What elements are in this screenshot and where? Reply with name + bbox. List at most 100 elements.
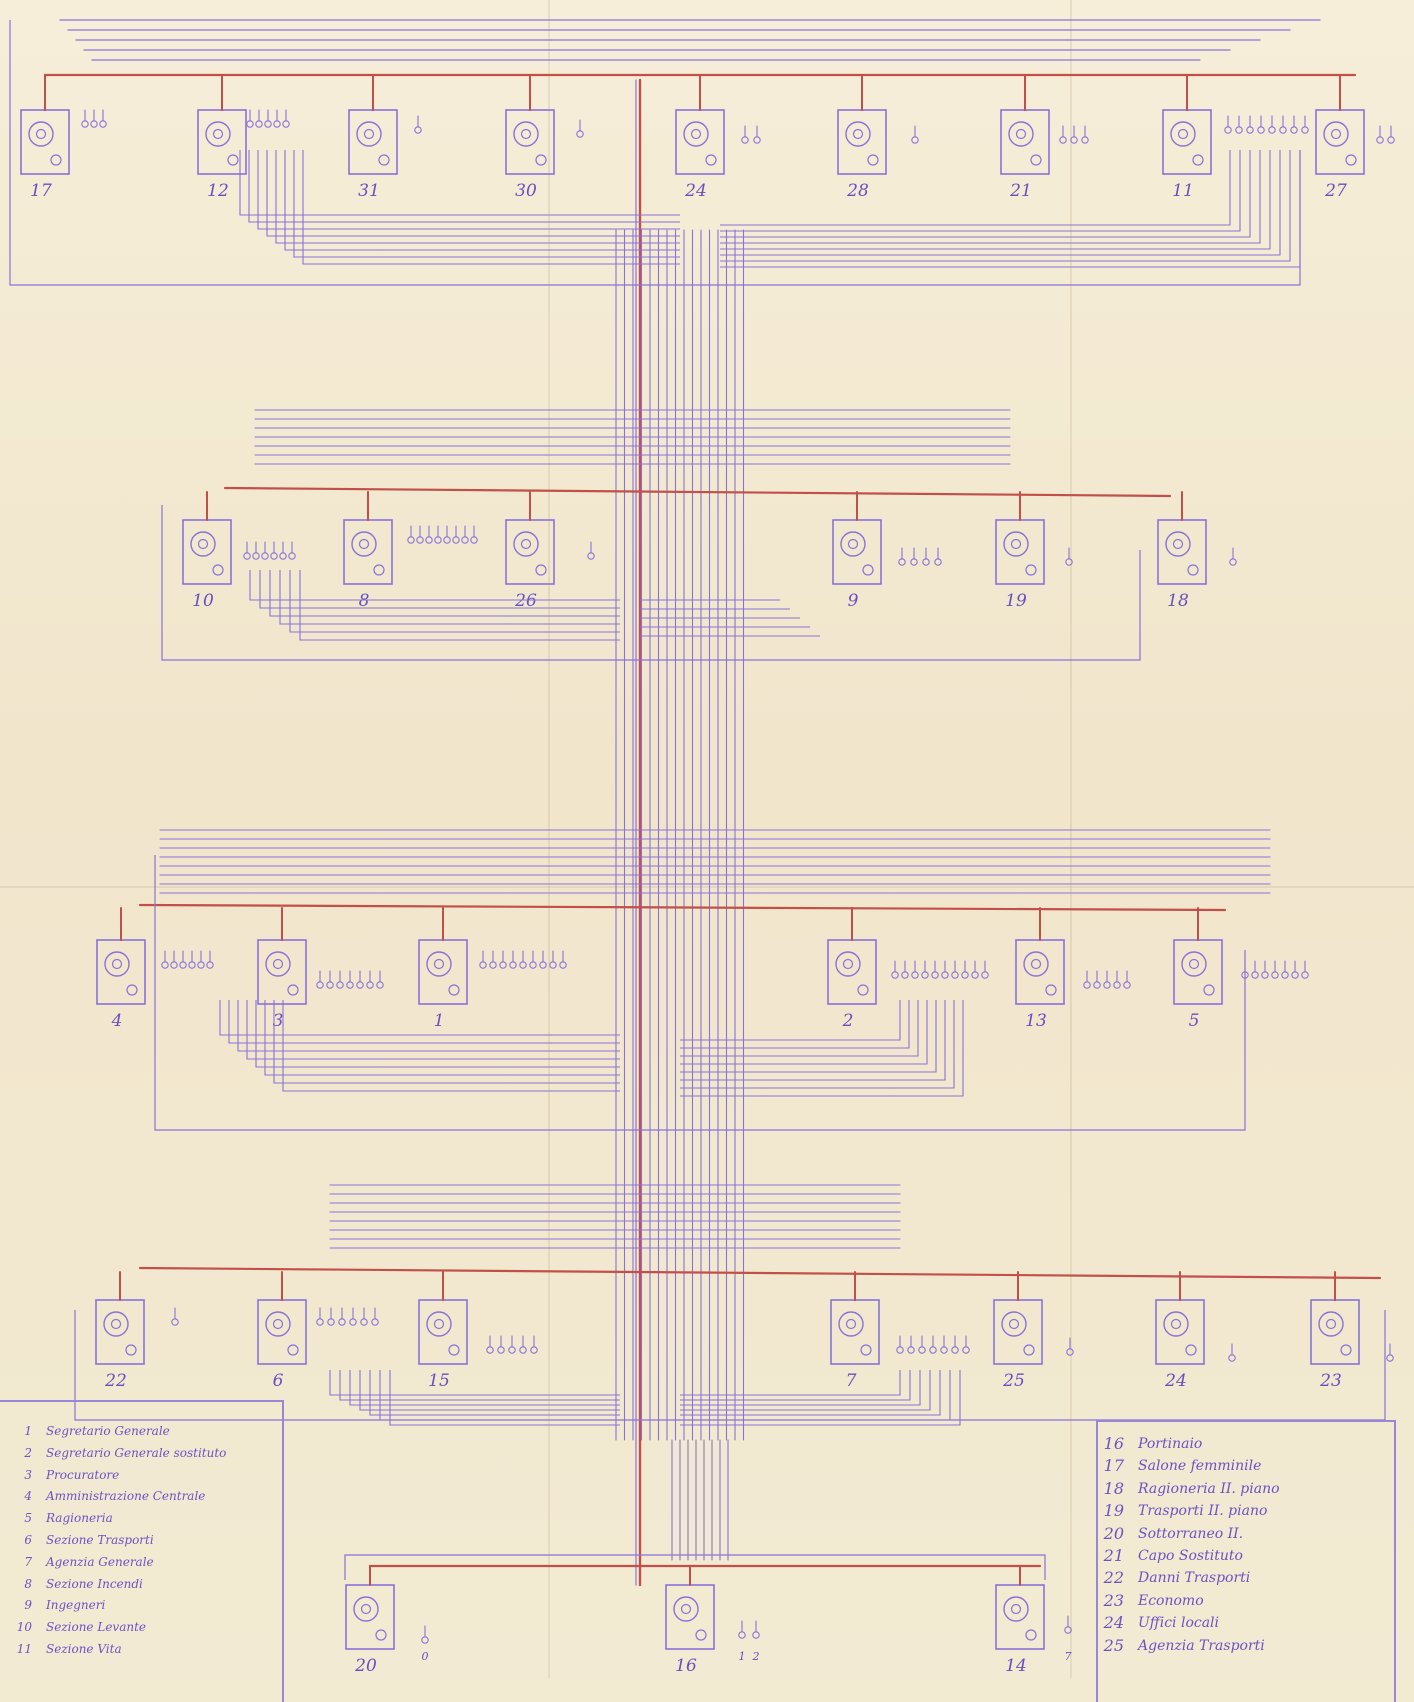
telephone-station: 23 <box>1310 1299 1360 1391</box>
legend-text: Danni Trasporti <box>1138 1570 1251 1587</box>
legend-text: Sezione Vita <box>46 1641 122 1656</box>
jack-icon <box>891 971 899 979</box>
station-box <box>837 109 887 175</box>
branch-wire <box>720 150 1251 238</box>
bus-red-row2 <box>223 486 1172 498</box>
station-box <box>418 1299 468 1365</box>
legend-number: 1 <box>24 1424 32 1438</box>
jack-icon <box>338 1318 346 1326</box>
bell-center-icon <box>1325 1318 1337 1330</box>
jack-icon <box>414 126 422 134</box>
button-icon <box>1345 154 1357 166</box>
station-number: 17 <box>30 181 52 201</box>
button-icon <box>1192 154 1204 166</box>
bell-icon <box>205 121 231 147</box>
legend-text: Agenzia Generale <box>46 1554 154 1569</box>
legend-number: 17 <box>1103 1456 1124 1476</box>
legend-text: Ingegneri <box>46 1598 106 1613</box>
station-number: 1 <box>434 1011 445 1031</box>
branch-wire <box>289 570 620 633</box>
jack-icon <box>981 971 989 979</box>
station-number: 2 <box>842 1011 854 1031</box>
branch-wire <box>680 1370 941 1416</box>
jack-icon <box>425 536 433 544</box>
branch-wire <box>293 150 680 258</box>
bell-center-icon <box>272 1318 284 1330</box>
bell-icon <box>28 121 54 147</box>
station-number: 24 <box>684 181 707 201</box>
jack-icon <box>489 961 497 969</box>
jack-icon <box>1235 126 1243 134</box>
jack-icon <box>1251 971 1259 979</box>
station-number: 24 <box>1164 1371 1187 1391</box>
jack-icon <box>282 120 290 128</box>
branch-wire <box>680 1000 955 1089</box>
jack-icon <box>416 536 424 544</box>
bell-center-icon <box>1170 1318 1182 1330</box>
station-number: 18 <box>1167 591 1189 611</box>
bell-icon <box>513 121 539 147</box>
jack-icon <box>931 971 939 979</box>
telephone-station: 31 <box>348 109 398 201</box>
legend-text: Salone femminile <box>1138 1458 1262 1475</box>
bell-center-icon <box>272 958 284 970</box>
telephone-station: 20 <box>345 1584 395 1676</box>
station-box <box>675 109 725 175</box>
jack-label: 7 <box>1065 1650 1072 1663</box>
station-box <box>197 109 247 175</box>
branch-wire <box>302 150 680 265</box>
button-icon <box>212 564 224 576</box>
bell-icon <box>103 1311 129 1337</box>
legend-number: 10 <box>16 1620 32 1635</box>
bell-icon <box>1003 531 1029 557</box>
station-number: 20 <box>354 1656 377 1676</box>
branch-wire <box>329 1370 620 1396</box>
jack-icon <box>1257 126 1265 134</box>
jack-icon <box>273 120 281 128</box>
jack-icon <box>452 536 460 544</box>
legend-text: Segretario Generale sostituto <box>46 1445 227 1460</box>
jack-icon <box>1387 136 1395 144</box>
telephone-station: 16 <box>665 1584 715 1676</box>
branch-wire <box>379 1370 620 1421</box>
bell-icon <box>838 1311 864 1337</box>
jack-icon <box>929 1346 937 1354</box>
branch-wire <box>282 1000 620 1092</box>
paper-fold <box>0 886 1414 888</box>
branch-wire <box>720 150 1301 268</box>
jack-icon <box>255 120 263 128</box>
branch-wire <box>273 1000 620 1084</box>
jack-icon <box>90 120 98 128</box>
telephone-station: 10 <box>182 519 232 611</box>
station-box <box>418 939 468 1005</box>
jack-icon <box>326 981 334 989</box>
jack-icon <box>371 1318 379 1326</box>
station-box <box>257 939 307 1005</box>
branch-wire <box>269 570 620 617</box>
jack-icon <box>1070 136 1078 144</box>
station-number: 11 <box>1172 181 1194 201</box>
jack-icon <box>349 1318 357 1326</box>
legend-text: Ragioneria II. piano <box>1138 1480 1280 1497</box>
telephone-station: 17 <box>20 109 70 201</box>
station-number: 22 <box>104 1371 127 1391</box>
branch-wire <box>680 1000 946 1081</box>
jack-icon <box>519 961 527 969</box>
bell-icon <box>845 121 871 147</box>
branch-wire <box>680 1370 951 1421</box>
bell-center-icon <box>110 1318 122 1330</box>
telephone-station: 8 <box>343 519 393 611</box>
station-box <box>96 939 146 1005</box>
branch-wire <box>720 150 1241 232</box>
button-icon <box>1025 1629 1037 1641</box>
jack-icon <box>179 961 187 969</box>
station-number: 16 <box>675 1656 697 1676</box>
station-box <box>348 109 398 175</box>
jack-icon <box>499 961 507 969</box>
